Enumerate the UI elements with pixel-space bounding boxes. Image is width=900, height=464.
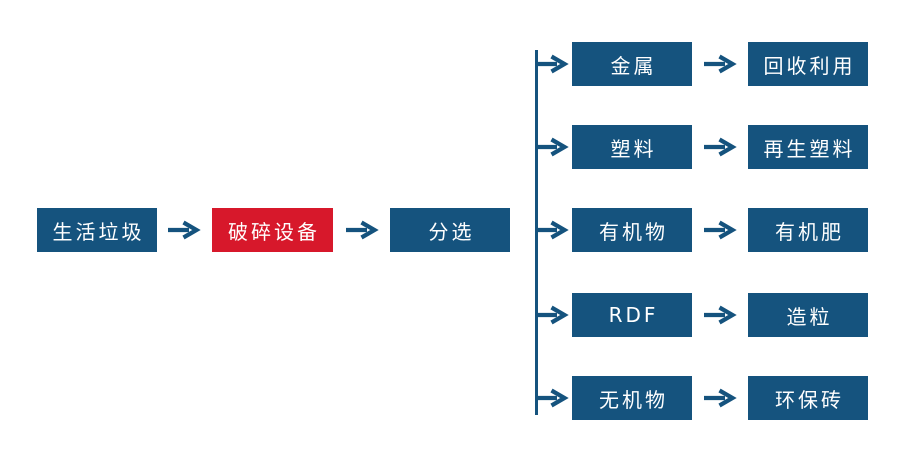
arrow-right-icon <box>536 305 569 325</box>
node-sorting: 分选 <box>390 208 510 252</box>
arrow-right-icon <box>704 305 737 325</box>
arrow-right-icon <box>536 54 569 74</box>
arrow-right-icon <box>704 137 737 157</box>
node-branch-result: 回收利用 <box>748 42 868 86</box>
arrow-right-icon <box>536 388 569 408</box>
node-branch-source: 塑料 <box>572 125 692 169</box>
node-crushing-equipment: 破碎设备 <box>212 208 333 252</box>
arrow-right-icon <box>168 220 201 240</box>
node-household-waste: 生活垃圾 <box>37 208 157 252</box>
arrow-right-icon <box>704 388 737 408</box>
node-branch-source: 无机物 <box>572 376 692 420</box>
arrow-right-icon <box>704 54 737 74</box>
node-branch-result: 有机肥 <box>748 208 868 252</box>
arrow-right-icon <box>536 220 569 240</box>
arrow-right-icon <box>346 220 379 240</box>
arrow-right-icon <box>536 137 569 157</box>
node-branch-result: 环保砖 <box>748 376 868 420</box>
node-branch-result: 造粒 <box>748 293 868 337</box>
node-branch-source: 有机物 <box>572 208 692 252</box>
node-branch-source: RDF <box>572 293 692 337</box>
node-branch-source: 金属 <box>572 42 692 86</box>
node-branch-result: 再生塑料 <box>748 125 868 169</box>
branch-connector-line <box>535 50 538 415</box>
arrow-right-icon <box>704 220 737 240</box>
